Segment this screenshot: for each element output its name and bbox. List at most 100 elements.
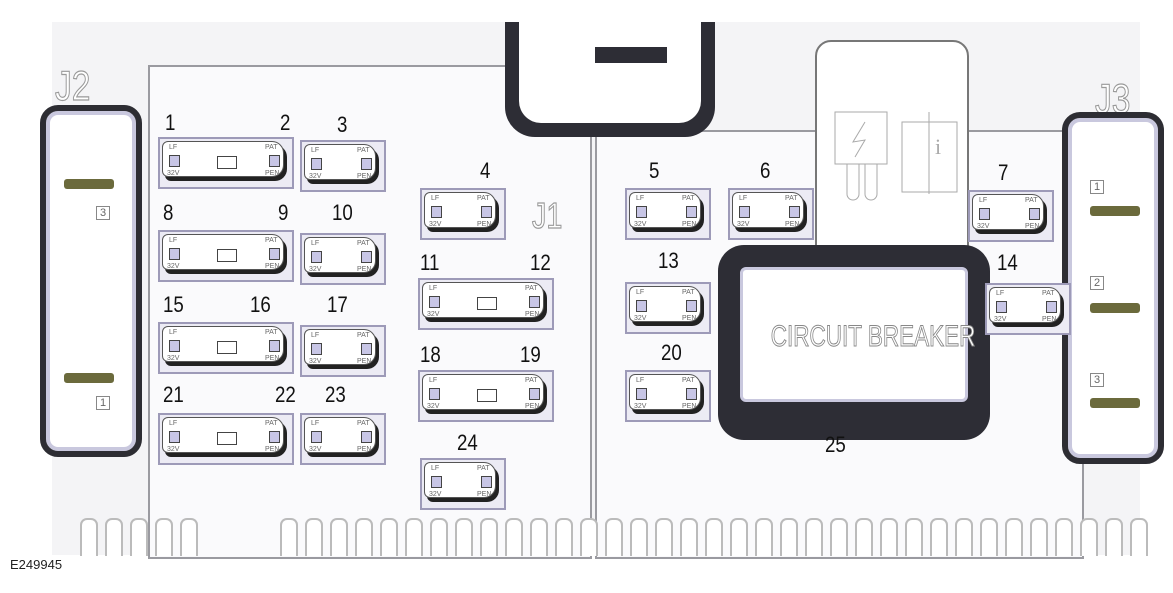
fuse-marking-v: 32V <box>427 403 440 410</box>
svg-text:i: i <box>935 134 941 159</box>
fuse-position-15: 15 <box>163 292 184 317</box>
housing-ridge <box>980 518 998 556</box>
j3-pin <box>1090 303 1140 313</box>
fuse-marking-v: 32V <box>429 491 442 498</box>
fuse-position-8: 8 <box>163 200 174 225</box>
housing-ridge <box>930 518 948 556</box>
fuse-marking-pen: PEN <box>265 170 280 177</box>
fuse-marking-pen: PEN <box>1025 223 1040 230</box>
fuse-marking-lf: LF <box>979 197 988 204</box>
fuse-terminal <box>636 206 647 218</box>
housing-ridge <box>130 518 148 556</box>
fuse-terminal <box>739 206 750 218</box>
fuse-position-6: 6 <box>760 158 771 183</box>
fuse-marking-pen: PEN <box>477 491 492 498</box>
fuse-terminal <box>636 388 647 400</box>
fuse-marking-lf: LF <box>311 420 320 427</box>
fuse-terminal <box>311 158 322 170</box>
fuse-terminal <box>269 431 280 443</box>
fuse-marking-v: 32V <box>309 358 322 365</box>
housing-ridge <box>330 518 348 556</box>
fuse-position-21: 21 <box>163 382 184 407</box>
lightning-fuse-icon: i <box>834 111 958 201</box>
fuse-marking-lf: LF <box>429 377 438 384</box>
fuse-marking-v: 32V <box>167 355 180 362</box>
fuse-marking-v: 32V <box>634 403 647 410</box>
fuse-position-11: 11 <box>420 250 440 275</box>
fuse-position-16: 16 <box>250 292 271 317</box>
fuse-marking-v: 32V <box>737 221 750 228</box>
j3-pin-number: 3 <box>1090 373 1105 387</box>
fuse-marking-lf: LF <box>996 290 1005 297</box>
fuse-marking-pen: PEN <box>682 315 697 322</box>
circuit-breaker-label: CIRCUIT BREAKER <box>770 320 976 354</box>
housing-ridge <box>455 518 473 556</box>
fuse-terminal <box>1029 208 1040 220</box>
fuse-terminal <box>311 343 322 355</box>
housing-ridge <box>1055 518 1073 556</box>
fuse-position-12: 12 <box>530 250 551 275</box>
fuse-marking-pen: PEN <box>785 221 800 228</box>
fuse-marking-lf: LF <box>431 465 440 472</box>
fuse-position-22: 22 <box>275 382 296 407</box>
relay-cover: i <box>815 40 969 259</box>
fuse-marking-lf: LF <box>739 195 748 202</box>
fuse-marking-v: 32V <box>977 223 990 230</box>
fuse-window <box>217 341 237 354</box>
fuse-marking-v: 32V <box>167 170 180 177</box>
fuse-marking-pen: PEN <box>525 403 540 410</box>
fuse-window <box>217 156 237 169</box>
fuse-terminal <box>789 206 800 218</box>
j3-connector: 1 2 3 <box>1062 112 1164 464</box>
fuse-terminal <box>686 300 697 312</box>
fuse-terminal <box>269 248 280 260</box>
fuse-position-17: 17 <box>327 292 348 317</box>
fuse-position-2: 2 <box>280 110 291 135</box>
fuse-marking-pat: PAT <box>1042 290 1055 297</box>
fuse-marking-pen: PEN <box>357 266 372 273</box>
housing-ridge <box>505 518 523 556</box>
fuse-marking-v: 32V <box>167 263 180 270</box>
fuse-terminal <box>431 476 442 488</box>
fuse-position-10: 10 <box>332 200 353 225</box>
fuse-terminal <box>361 251 372 263</box>
fuse-marking-lf: LF <box>636 195 645 202</box>
fuse-window <box>217 432 237 445</box>
fuse-marking-v: 32V <box>309 446 322 453</box>
fuse-marking-lf: LF <box>311 332 320 339</box>
housing-ridge <box>555 518 573 556</box>
housing-ridge <box>830 518 848 556</box>
housing-ridge <box>680 518 698 556</box>
fuse-marking-pat: PAT <box>265 329 278 336</box>
fuse-marking-pen: PEN <box>265 263 280 270</box>
housing-ridge <box>305 518 323 556</box>
fuse-terminal <box>311 251 322 263</box>
fuse-marking-lf: LF <box>429 285 438 292</box>
fuse-marking-v: 32V <box>994 316 1007 323</box>
housing-ridge <box>705 518 723 556</box>
housing-ridge <box>430 518 448 556</box>
fuse-marking-v: 32V <box>427 311 440 318</box>
fuse-terminal <box>686 206 697 218</box>
housing-ridge <box>1080 518 1098 556</box>
j2-connector: 3 1 <box>40 105 142 457</box>
fuse-position-9: 9 <box>278 200 289 225</box>
fuse-window <box>477 389 497 402</box>
fuse-marking-lf: LF <box>311 147 320 154</box>
housing-ridge <box>955 518 973 556</box>
fuse-position-13: 13 <box>658 248 679 273</box>
fuse-position-3: 3 <box>337 112 348 137</box>
housing-ridge <box>805 518 823 556</box>
